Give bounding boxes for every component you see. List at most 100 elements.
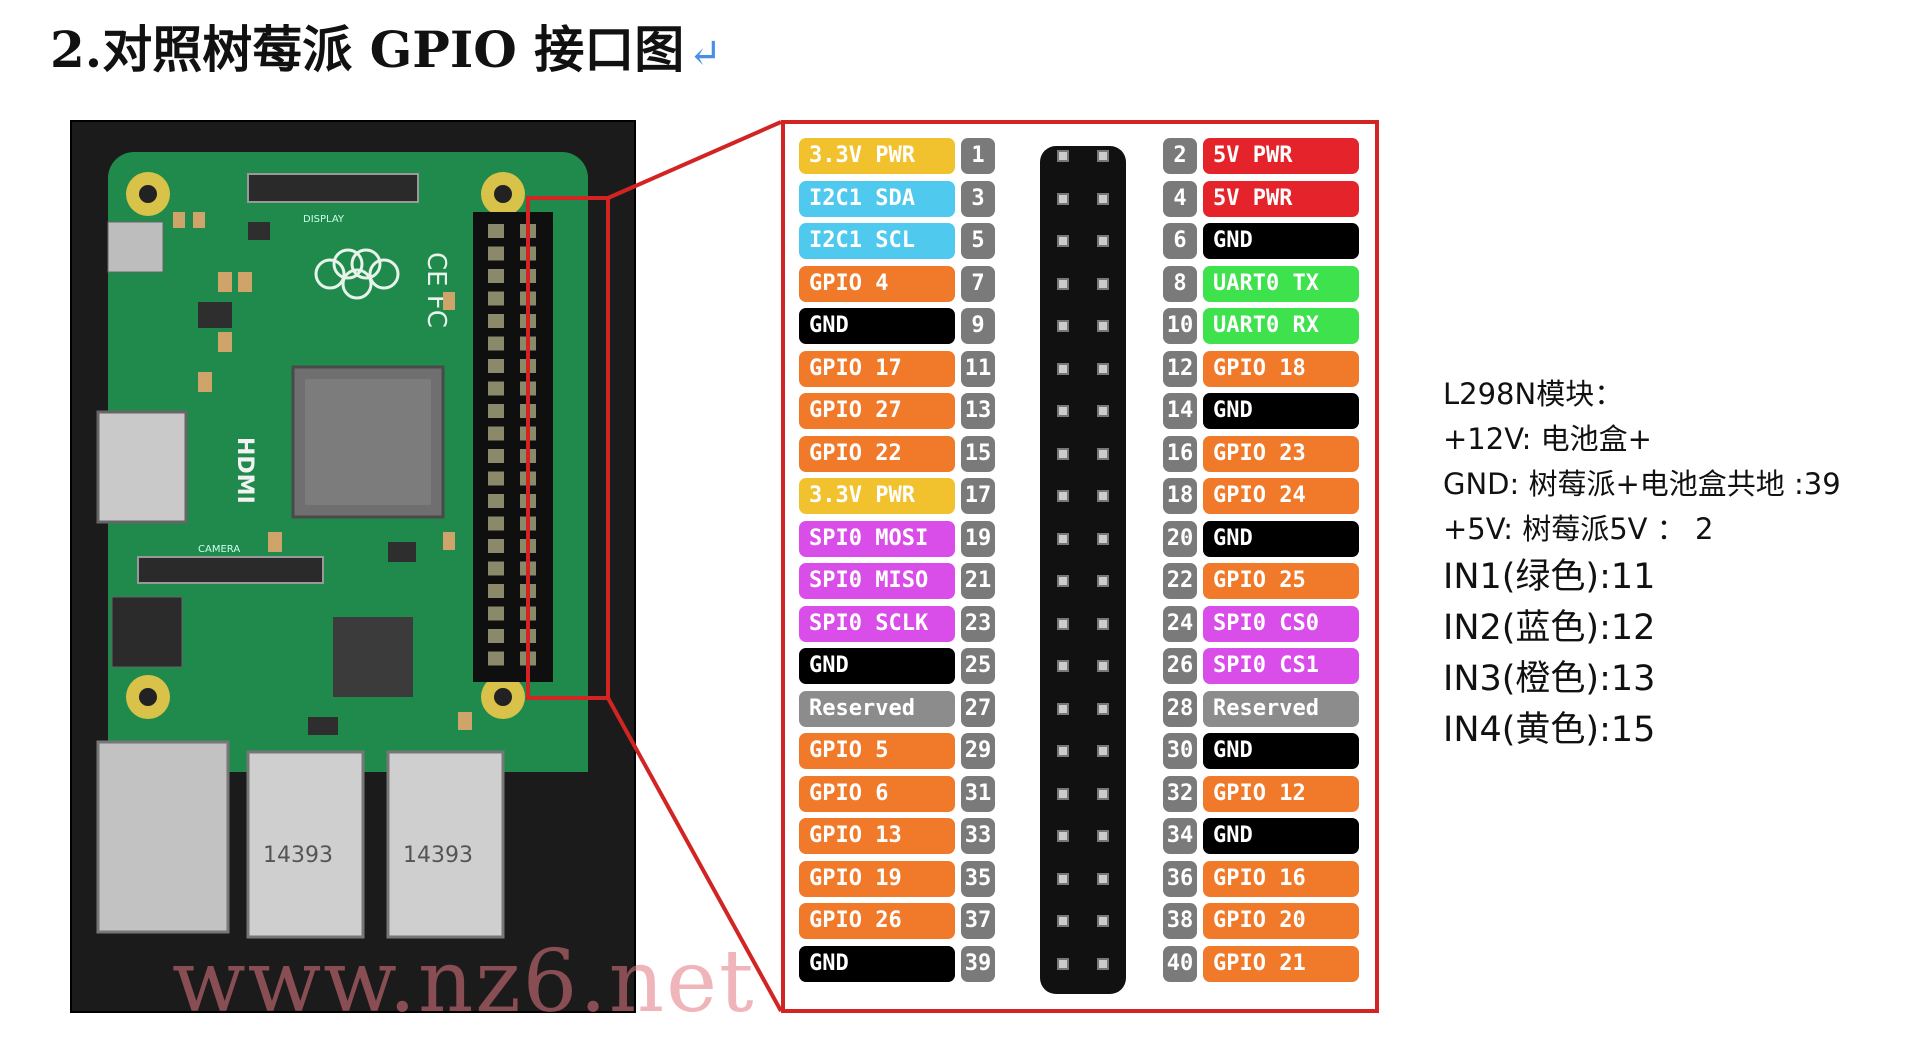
header-pin: [1057, 447, 1069, 460]
header-pin: [1057, 320, 1069, 332]
pin-number-35: 35: [961, 860, 995, 897]
pin-number-24: 24: [1163, 605, 1197, 642]
header-pin: [1097, 872, 1109, 885]
usb-controller-chip: [333, 617, 413, 697]
board-header-pin: [488, 606, 504, 621]
usb-port: [386, 750, 505, 939]
pin-number-32: 32: [1163, 775, 1197, 812]
header-pin: [1057, 660, 1069, 672]
pin-number-26: 26: [1163, 648, 1197, 684]
pin-label-30: GND: [1203, 733, 1359, 769]
board-header-pin: [520, 314, 536, 328]
pin-label-5: I2C1 SCL: [799, 223, 955, 259]
pin-label-10: UART0 RX: [1203, 308, 1359, 344]
header-pin: [1057, 150, 1069, 162]
pin-label-1: 3.3V PWR: [799, 138, 955, 174]
board-header-pin: [488, 561, 504, 576]
pin-label-36: GPIO 16: [1203, 860, 1359, 897]
raspberry-logo: [314, 248, 400, 300]
header-pin: [1057, 745, 1069, 757]
pin-number-17: 17: [961, 478, 995, 514]
board-header-pin: [488, 404, 504, 418]
pin-number-10: 10: [1163, 308, 1197, 344]
pin-number-3: 3: [961, 180, 995, 217]
header-pin: [1057, 277, 1069, 290]
pin-label-7: GPIO 4: [799, 265, 955, 302]
pin-label-20: GND: [1203, 520, 1359, 557]
board-header-pin: [520, 629, 536, 643]
board-header-pin: [520, 561, 536, 576]
header-pin: [1097, 320, 1109, 332]
hdmi-port: [96, 410, 188, 524]
board-header-pin: [488, 629, 504, 643]
board-header-pin: [488, 471, 504, 486]
pin-label-34: GND: [1203, 818, 1359, 854]
board-header-pin: [488, 246, 504, 261]
pin-number-1: 1: [961, 138, 995, 174]
pin-number-4: 4: [1163, 180, 1197, 217]
notes-heading: L298N模块：: [1443, 377, 1624, 411]
board-header-pin: [520, 359, 536, 373]
pin-label-33: GPIO 13: [799, 818, 955, 854]
header-pin: [1057, 957, 1069, 970]
header-pin: [1057, 192, 1069, 205]
board-header-pin: [520, 336, 536, 351]
pin-label-28: Reserved: [1203, 690, 1359, 727]
pin-label-35: GPIO 19: [799, 860, 955, 897]
pin-label-22: GPIO 25: [1203, 563, 1359, 599]
usb-port-number: 14393: [403, 843, 473, 868]
board-header-pin: [520, 651, 536, 666]
board-header-pin: [488, 494, 504, 508]
title-text: 2.对照树莓派 GPIO 接口图: [50, 20, 685, 79]
pin-label-17: 3.3V PWR: [799, 478, 955, 514]
pin-number-11: 11: [961, 350, 995, 387]
camera-connector: [137, 556, 324, 584]
micro-usb-port: [107, 221, 164, 273]
header-pin: [1057, 532, 1069, 545]
board-header-pin: [520, 539, 536, 553]
pin-number-12: 12: [1163, 350, 1197, 387]
pin-label-18: GPIO 24: [1203, 478, 1359, 514]
pin-number-38: 38: [1163, 903, 1197, 939]
camera-label: CAMERA: [198, 544, 240, 555]
note-12v: +12V: 电池盒+: [1443, 422, 1652, 456]
pin-label-27: Reserved: [799, 690, 955, 727]
board-header-pin: [520, 516, 536, 531]
header-pin: [1097, 532, 1109, 545]
header-pin: [1097, 617, 1109, 630]
pin-number-18: 18: [1163, 478, 1197, 514]
pin-label-9: GND: [799, 308, 955, 344]
pin-label-12: GPIO 18: [1203, 350, 1359, 387]
board-header-pin: [520, 291, 536, 306]
pin-number-22: 22: [1163, 563, 1197, 599]
header-pin: [1057, 702, 1069, 715]
pin-number-21: 21: [961, 563, 995, 599]
board-header-pin: [520, 404, 536, 418]
raspberry-pi-board: DISPLAY CE FC HDMI CAMERA: [96, 152, 588, 939]
note-in4: IN4(黄色):15: [1443, 710, 1656, 750]
board-header-pin: [520, 269, 536, 283]
board-header-pin: [520, 471, 536, 486]
pin-number-37: 37: [961, 903, 995, 939]
board-header-pin: [520, 449, 536, 463]
board-header-pin: [488, 516, 504, 531]
pin-label-24: SPI0 CS0: [1203, 605, 1359, 642]
board-header-pin: [488, 584, 504, 598]
header-pin: [1097, 702, 1109, 715]
note-gnd: GND: 树莓派+电池盒共地 :39: [1443, 467, 1841, 501]
note-in1: IN1(绿色):11: [1443, 557, 1656, 597]
pin-label-11: GPIO 17: [799, 350, 955, 387]
raspberry-pi-photo: DISPLAY CE FC HDMI CAMERA: [70, 120, 754, 1032]
return-mark: ↵: [688, 31, 722, 77]
note-5v: +5V: 树莓派5V ： 2: [1443, 512, 1714, 546]
board-gpio-header: [473, 212, 553, 682]
pin-number-19: 19: [961, 520, 995, 557]
small-components: [173, 212, 472, 730]
pin-label-37: GPIO 26: [799, 903, 955, 939]
pin-number-15: 15: [961, 435, 995, 472]
header-pin: [1057, 617, 1069, 630]
pin-number-40: 40: [1163, 945, 1197, 982]
header-pin: [1097, 192, 1109, 205]
pin-label-29: GPIO 5: [799, 733, 955, 769]
pin-number-2: 2: [1163, 138, 1197, 174]
